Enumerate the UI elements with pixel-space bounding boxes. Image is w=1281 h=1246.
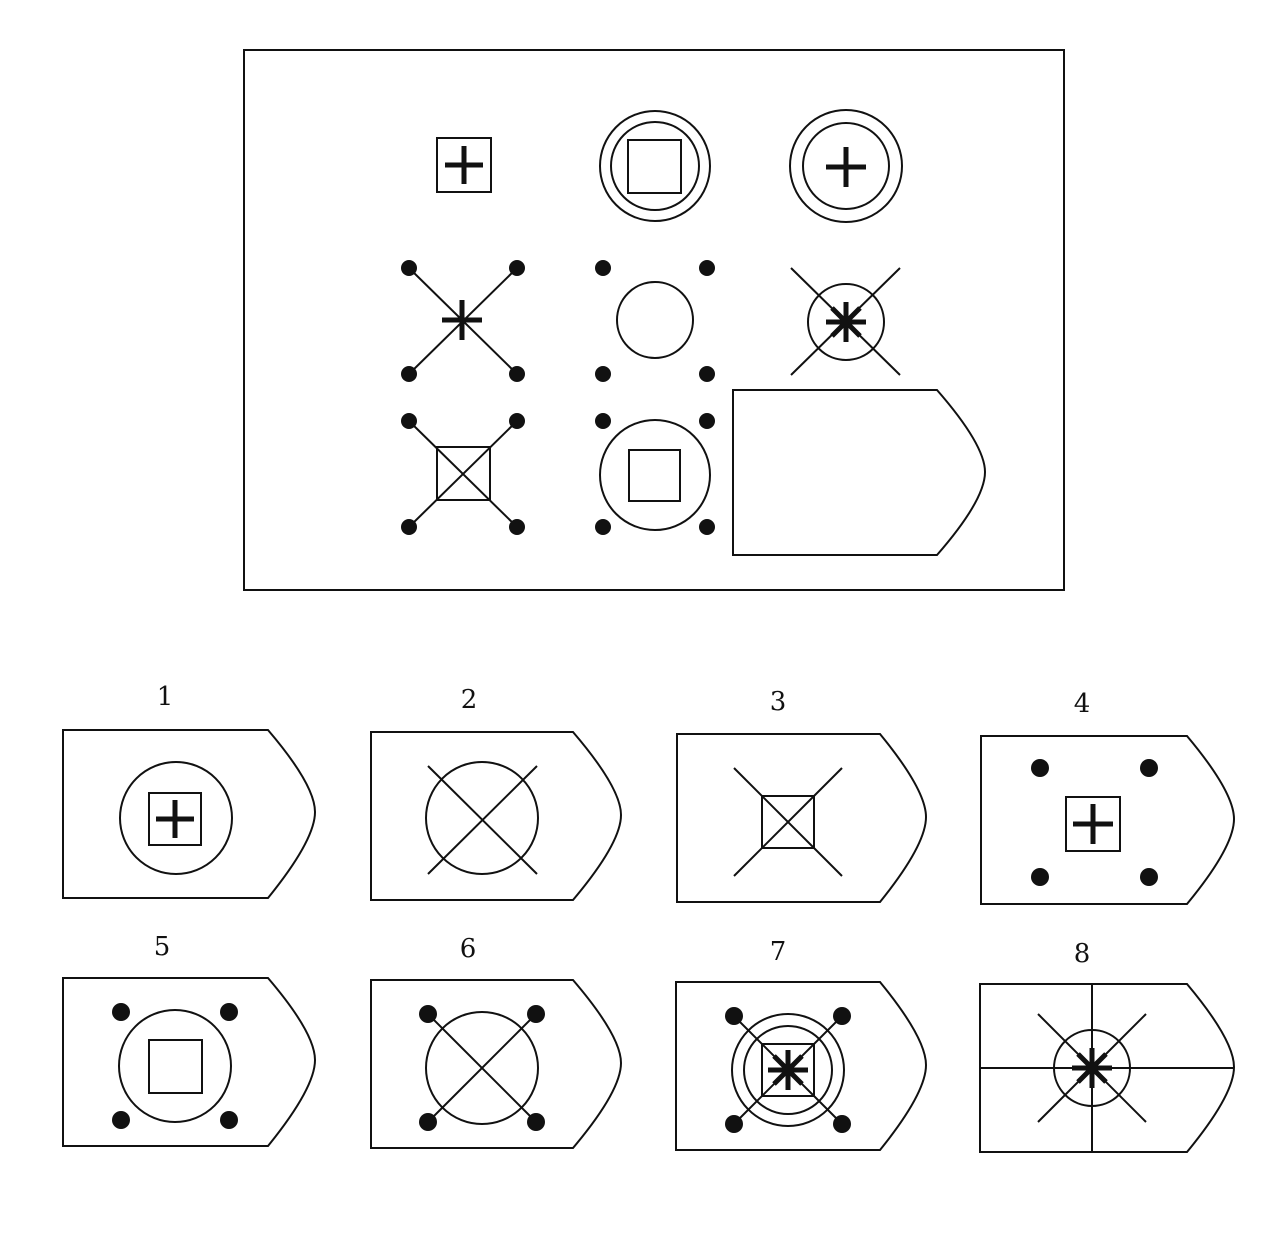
matrix-cell-3-1 bbox=[401, 413, 525, 535]
matrix-cell-3-3-blank bbox=[732, 389, 987, 556]
option-6-number: 6 bbox=[460, 934, 477, 964]
option-2[interactable] bbox=[370, 731, 623, 901]
matrix-frame bbox=[243, 49, 1065, 591]
matrix-cell-1-2 bbox=[599, 110, 711, 222]
option-7[interactable] bbox=[675, 981, 928, 1151]
matrix-cell-1-1 bbox=[436, 137, 492, 193]
option-1-number: 1 bbox=[157, 682, 174, 712]
option-3[interactable] bbox=[676, 733, 928, 903]
option-2-number: 2 bbox=[461, 685, 478, 715]
option-8-number: 8 bbox=[1074, 939, 1091, 969]
matrix-cell-2-1 bbox=[401, 260, 525, 382]
option-3-number: 3 bbox=[770, 687, 787, 717]
matrix-cell-2-2 bbox=[595, 260, 715, 382]
option-5[interactable] bbox=[62, 977, 317, 1147]
matrix-cell-3-2 bbox=[595, 413, 715, 535]
matrix-cell-2-3 bbox=[790, 267, 901, 376]
option-7-number: 7 bbox=[770, 937, 787, 967]
option-4-number: 4 bbox=[1074, 689, 1091, 719]
option-4[interactable] bbox=[980, 735, 1236, 905]
option-6[interactable] bbox=[370, 979, 623, 1149]
option-8[interactable] bbox=[979, 983, 1236, 1153]
matrix-cell-1-3 bbox=[789, 109, 903, 223]
option-5-number: 5 bbox=[154, 932, 171, 962]
option-1[interactable] bbox=[62, 729, 317, 899]
